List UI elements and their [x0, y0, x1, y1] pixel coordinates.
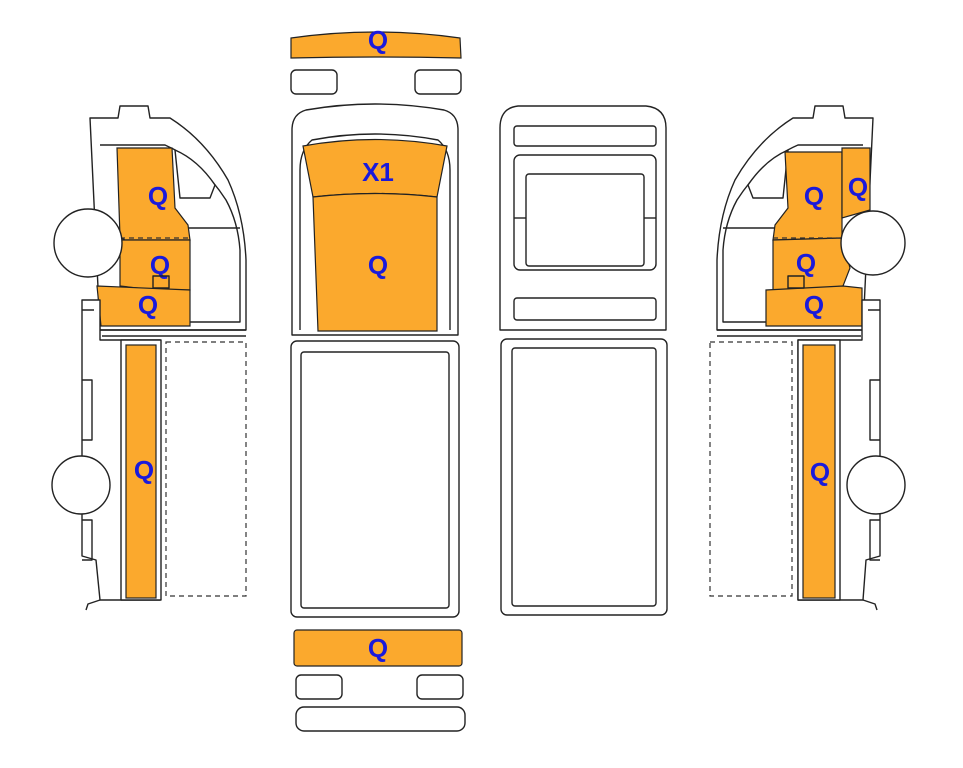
left-door-label: Q [148, 181, 168, 211]
right-front-lower-label: Q [804, 290, 824, 320]
front-lamp-left [290, 69, 338, 95]
front-lamp-right [414, 69, 462, 95]
left-front-lower-label: Q [138, 290, 158, 320]
rear-bumper-panel [293, 629, 463, 667]
plan-panel-inner [525, 173, 645, 267]
rear-bumper-label: Q [368, 633, 388, 663]
roof-front-panel [312, 192, 438, 332]
top-view: Q X1 Q Q [290, 25, 466, 732]
rear-lamp-left [295, 674, 343, 700]
right-front-wheel [840, 210, 906, 276]
plan-cargo-inner [511, 347, 657, 607]
right-a-pillar-label: Q [848, 172, 868, 202]
left-fender-label: Q [150, 250, 170, 280]
right-mirror [787, 275, 805, 289]
hood-label: X1 [362, 157, 394, 187]
cab-top-inner [299, 133, 451, 330]
left-mirror [152, 275, 170, 289]
right-rear-wheel [846, 455, 906, 515]
right-a-pillar-panel [841, 147, 871, 219]
rear-lamp-right [416, 674, 464, 700]
left-cargo-dashed [165, 341, 247, 597]
left-sill-panel [125, 344, 157, 599]
right-fender-label: Q [796, 248, 816, 278]
right-side-view: Q Q Q Q Q [709, 105, 906, 611]
rear-step [295, 706, 466, 732]
left-door-window [174, 149, 216, 199]
left-sill-label: Q [134, 455, 154, 485]
right-chassis-steps [862, 309, 880, 611]
plan-view [499, 105, 668, 616]
right-cargo-dashed [709, 341, 793, 597]
front-bumper-panel [290, 31, 462, 59]
plan-strip-2 [513, 297, 657, 321]
right-sill-panel [802, 344, 836, 599]
left-side-view: Q Q Q Q [51, 105, 247, 611]
right-sill-label: Q [810, 457, 830, 487]
cargo-top-inner [300, 351, 450, 609]
right-door-window [747, 149, 789, 199]
left-chassis-steps [82, 309, 101, 611]
right-door-label: Q [804, 181, 824, 211]
plan-strip-1 [513, 125, 657, 147]
front-bumper-label: Q [368, 25, 388, 55]
left-rear-wheel [51, 455, 111, 515]
left-front-wheel [53, 208, 123, 278]
roof-front-label: Q [368, 250, 388, 280]
